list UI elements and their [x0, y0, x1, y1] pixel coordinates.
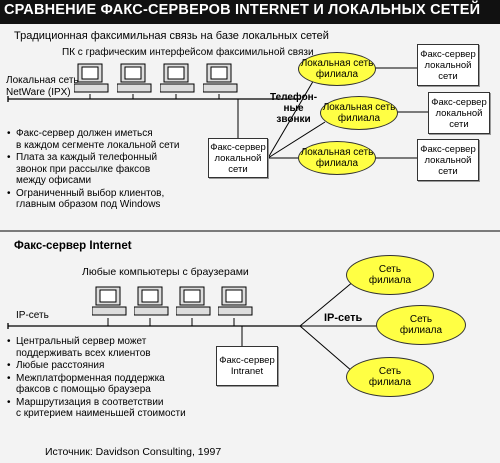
- list-item: Любые расстояния: [6, 360, 186, 372]
- title-bar: СРАВНЕНИЕ ФАКС-СЕРВЕРОВ INTERNET И ЛОКАЛ…: [0, 0, 500, 24]
- branch-fax-server-box: Факс-сервер локальной сети: [417, 44, 479, 86]
- computer-icon: [73, 62, 110, 101]
- branch-fax-server-box: Факс-сервер локальной сети: [428, 92, 490, 134]
- ip-network-center-label: IP-сеть: [324, 312, 363, 324]
- computer-icon: [175, 285, 212, 324]
- lan-fax-server-label: Факс-сервер локальной сети: [210, 141, 266, 175]
- branch-fax-server-label: Факс-сервер локальной сети: [420, 48, 476, 82]
- branch-fax-server-box: Факс-сервер локальной сети: [417, 139, 479, 181]
- phone-calls-label: Телефон- ные звонки: [270, 92, 318, 125]
- intranet-fax-server-label: Факс-сервер Intranet: [219, 355, 275, 377]
- branch-network-label: Сеть филиала: [368, 366, 412, 388]
- branch-lan-ellipse: Локальная сеть филиала: [320, 96, 398, 130]
- branch-lan-label: Локальная сеть филиала: [300, 147, 374, 169]
- list-item: Плата за каждый телефонный звонок при ра…: [6, 152, 180, 187]
- computer-icon: [217, 285, 254, 324]
- branch-lan-label: Локальная сеть филиала: [322, 102, 396, 124]
- page-title: СРАВНЕНИЕ ФАКС-СЕРВЕРОВ INTERNET И ЛОКАЛ…: [4, 2, 481, 18]
- branch-network-label: Сеть филиала: [399, 314, 443, 336]
- computer-icon: [133, 285, 170, 324]
- internet-pc-label: Любые компьютеры с браузерами: [82, 266, 249, 278]
- computer-icon: [116, 62, 153, 101]
- lan-pc-label: ПК с графическим интерфейсом факсимильно…: [62, 47, 314, 58]
- branch-network-ellipse: Сеть филиала: [376, 305, 466, 345]
- lan-bullet-list: Факс-сервер должен иметься в каждом сегм…: [6, 128, 180, 212]
- list-item: Ограниченный выбор клиентов, главным обр…: [6, 188, 180, 211]
- lan-fax-server-box: Факс-сервер локальной сети: [208, 138, 268, 178]
- branch-network-ellipse: Сеть филиала: [346, 255, 434, 295]
- list-item: Факс-сервер должен иметься в каждом сегм…: [6, 128, 180, 151]
- list-item: Центральный сервер может поддерживать вс…: [6, 336, 186, 359]
- branch-fax-server-label: Факс-сервер локальной сети: [431, 96, 487, 130]
- lan-section-heading: Традиционная факсимильная связь на базе …: [14, 30, 329, 42]
- branch-lan-ellipse: Локальная сеть филиала: [298, 52, 376, 86]
- computer-icon: [159, 62, 196, 101]
- computer-icon: [91, 285, 128, 324]
- source-note: Источник: Davidson Consulting, 1997: [45, 446, 222, 458]
- intranet-fax-server-box: Факс-сервер Intranet: [216, 346, 278, 386]
- internet-section-heading: Факс-сервер Internet: [14, 240, 132, 252]
- branch-fax-server-label: Факс-сервер локальной сети: [420, 143, 476, 177]
- computer-icon: [202, 62, 239, 101]
- internet-bullet-list: Центральный сервер может поддерживать вс…: [6, 336, 186, 421]
- list-item: Межплатформенная поддержка факсов с помо…: [6, 373, 186, 396]
- branch-network-ellipse: Сеть филиала: [346, 357, 434, 397]
- branch-lan-label: Локальная сеть филиала: [300, 58, 374, 80]
- branch-lan-ellipse: Локальная сеть филиала: [298, 141, 376, 175]
- ip-network-label: IP-сеть: [16, 310, 49, 321]
- branch-network-label: Сеть филиала: [368, 264, 412, 286]
- list-item: Маршрутизация в соответствии с критерием…: [6, 397, 186, 420]
- lan-network-label: Локальная сеть NetWare (IPX): [6, 75, 79, 98]
